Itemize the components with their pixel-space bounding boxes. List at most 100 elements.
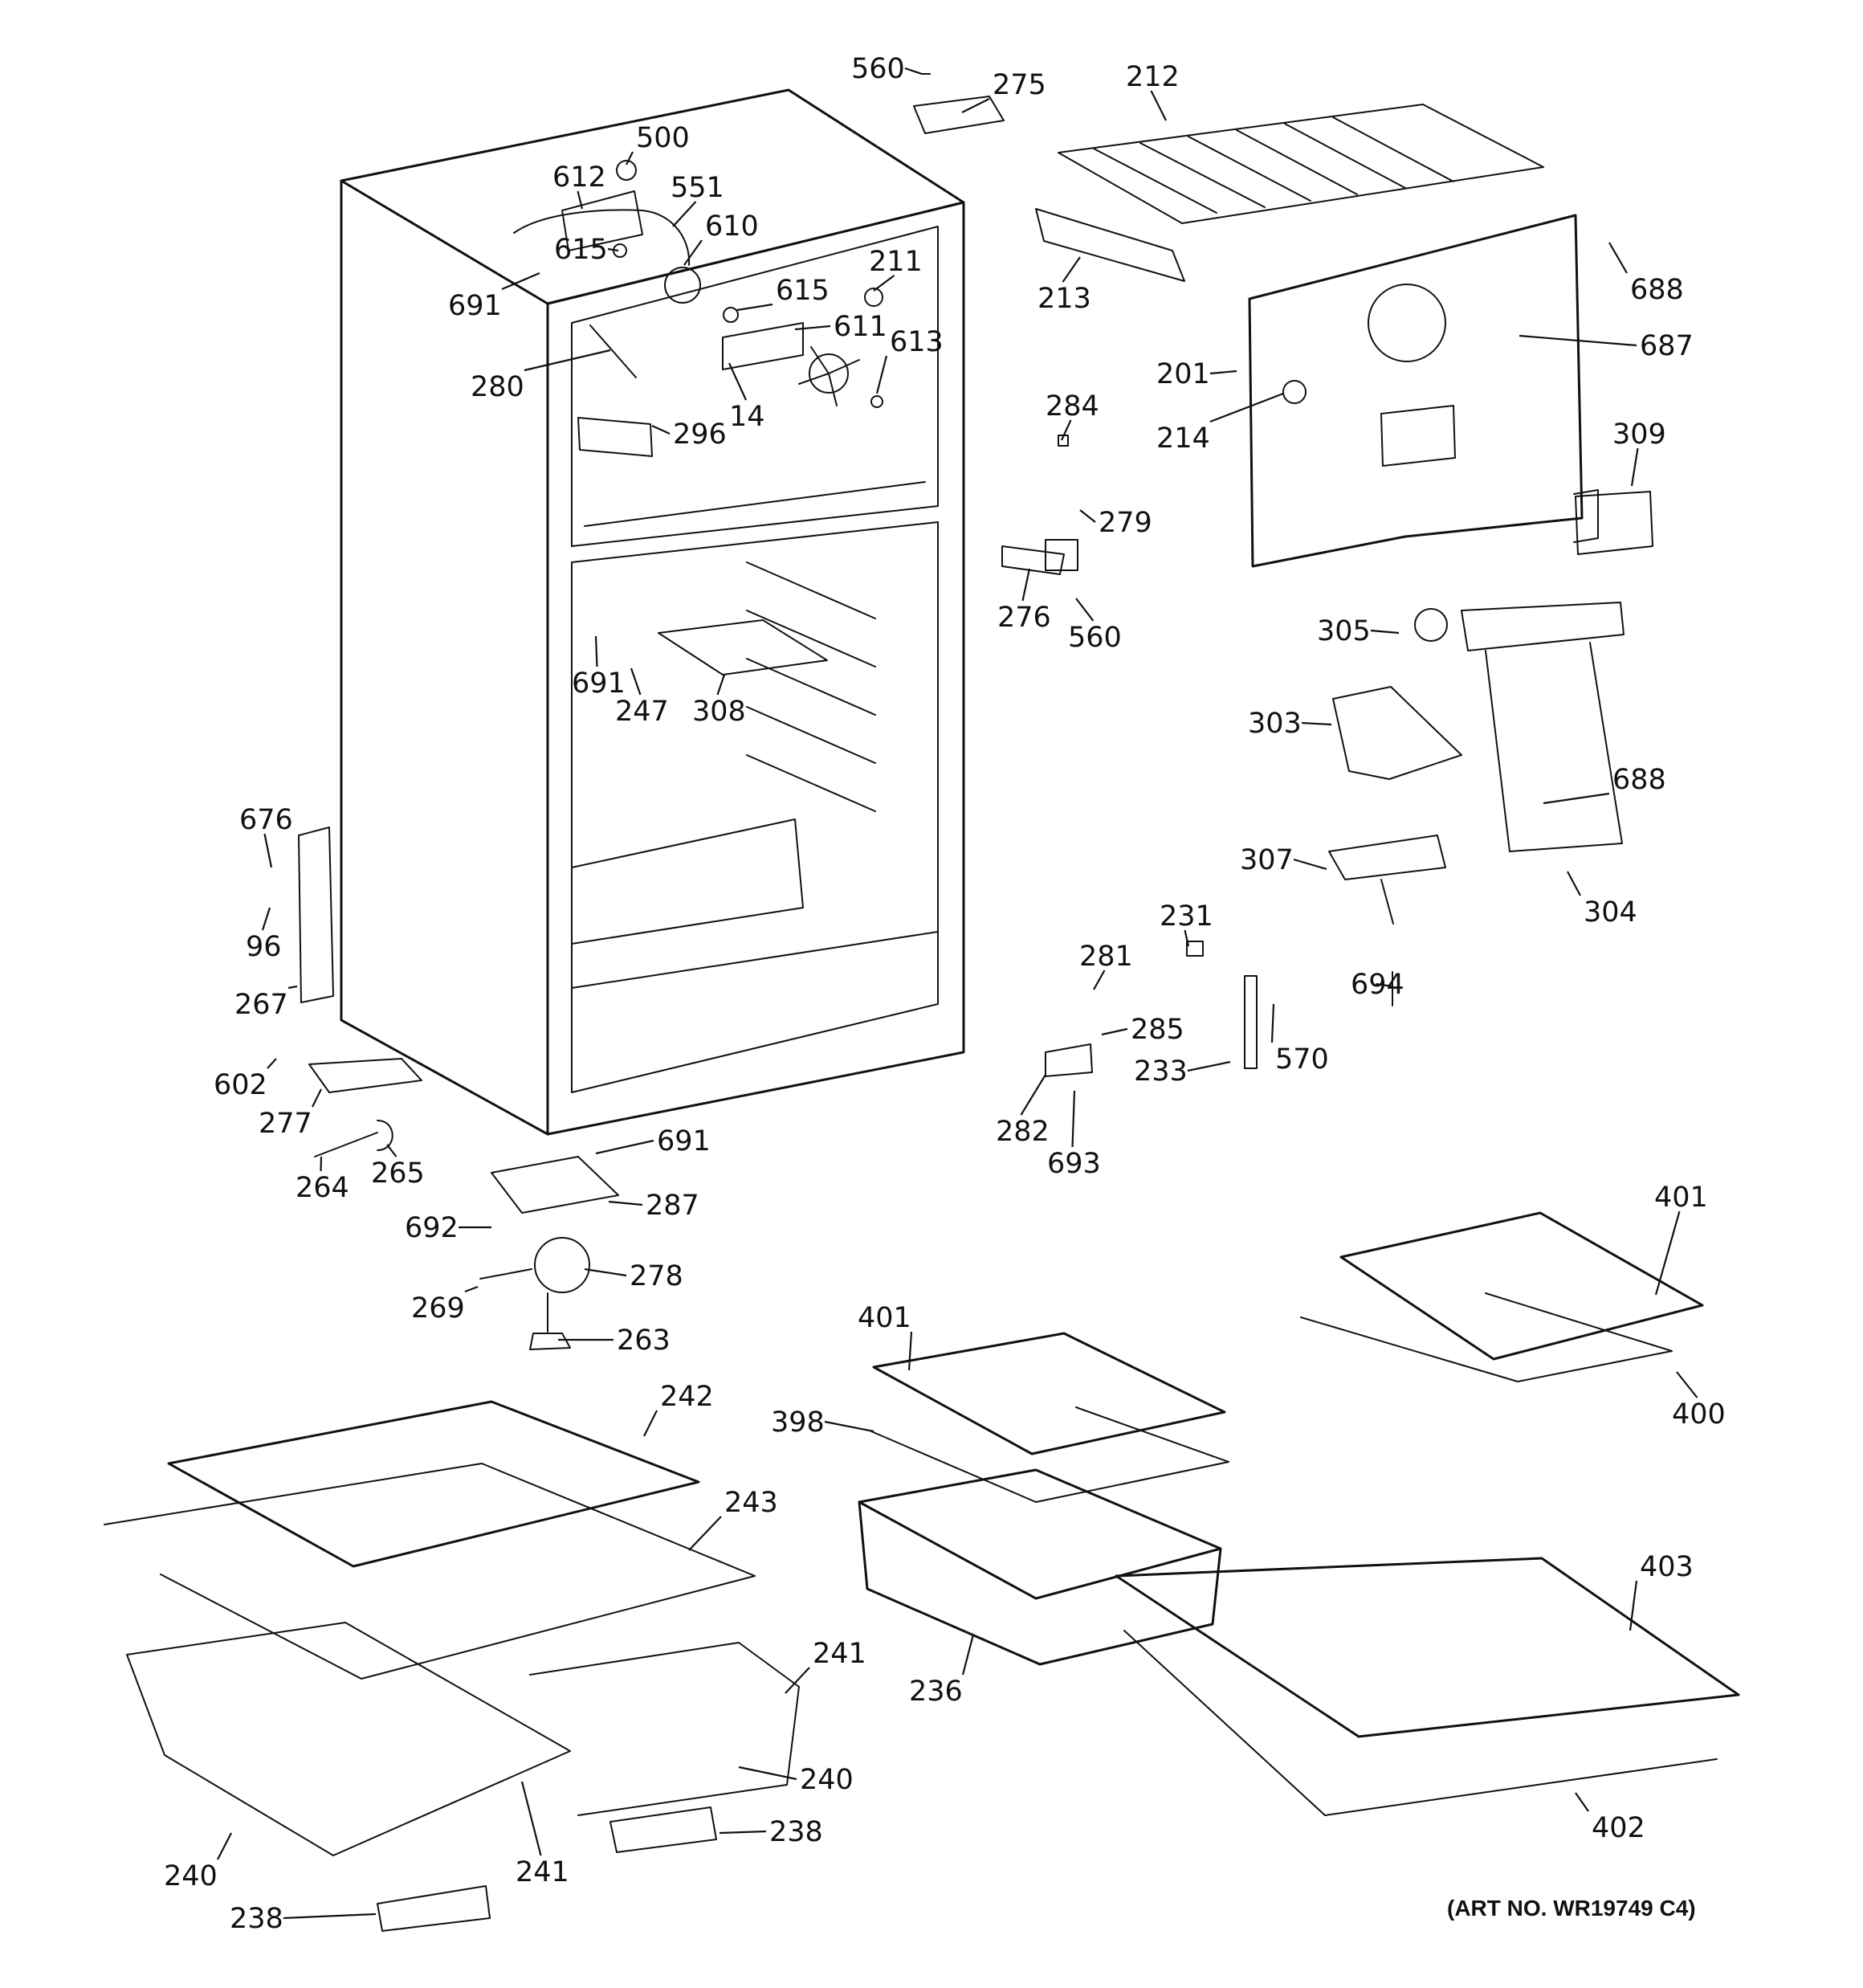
leader-line-247 — [630, 667, 642, 696]
leader-line-308 — [716, 674, 726, 696]
part-callout-212: 212 — [1126, 61, 1180, 93]
leader-line-238 — [283, 1912, 377, 1920]
leader-line-691 — [501, 271, 540, 291]
part-callout-241: 241 — [813, 1638, 866, 1670]
air-duct-parts — [1001, 435, 1625, 1006]
hinges-brackets — [298, 827, 1258, 1350]
part-callout-279: 279 — [1099, 507, 1152, 539]
leader-line-201 — [1209, 369, 1237, 375]
leader-line-280 — [524, 349, 611, 372]
cabinet — [340, 88, 965, 1136]
part-callout-277: 277 — [259, 1108, 312, 1140]
part-callout-691: 691 — [448, 290, 502, 322]
leader-line-611 — [794, 325, 831, 331]
leader-line-278 — [584, 1268, 627, 1277]
leader-line-296 — [651, 424, 671, 435]
part-callout-265: 265 — [371, 1157, 425, 1190]
part-callout-305: 305 — [1317, 615, 1371, 647]
leader-line-96 — [261, 907, 271, 931]
leader-line-402 — [1575, 1792, 1589, 1812]
part-callout-688: 688 — [1612, 764, 1666, 796]
leader-line-694 — [1376, 982, 1393, 988]
part-callout-676: 676 — [239, 804, 293, 836]
leader-line-688 — [1543, 792, 1610, 805]
leader-line-211 — [873, 275, 895, 292]
part-callout-243: 243 — [724, 1487, 778, 1519]
leader-line-238 — [719, 1830, 767, 1835]
leader-line-307 — [1293, 858, 1327, 871]
part-callout-233: 233 — [1134, 1055, 1188, 1088]
part-callout-14: 14 — [729, 401, 765, 433]
leader-line-615 — [607, 247, 619, 252]
leader-line-691 — [595, 1139, 654, 1155]
part-callout-309: 309 — [1612, 418, 1666, 451]
part-callout-238: 238 — [769, 1816, 823, 1848]
leader-line-279 — [1079, 509, 1096, 523]
leader-line-305 — [1370, 629, 1400, 635]
part-callout-285: 285 — [1131, 1014, 1184, 1046]
leader-line-676 — [263, 833, 273, 868]
part-callout-296: 296 — [673, 418, 727, 451]
leader-line-281 — [1093, 970, 1106, 990]
part-callout-284: 284 — [1046, 390, 1099, 423]
leader-line-398 — [824, 1420, 874, 1433]
part-callout-303: 303 — [1248, 708, 1302, 740]
leader-line-267 — [287, 985, 298, 990]
leader-line-213 — [1062, 256, 1081, 283]
leader-line-242 — [643, 1410, 658, 1437]
part-callout-611: 611 — [834, 311, 887, 343]
part-callout-275: 275 — [993, 69, 1046, 101]
part-callout-403: 403 — [1640, 1551, 1694, 1583]
leader-line-285 — [1101, 1027, 1128, 1036]
leader-line-610 — [683, 239, 703, 266]
leader-line-240 — [217, 1832, 232, 1860]
part-callout-691: 691 — [572, 667, 626, 700]
leader-line-214 — [1209, 392, 1284, 423]
leader-line-615 — [736, 303, 773, 312]
leader-line-570 — [1270, 1003, 1275, 1043]
part-callout-238: 238 — [230, 1903, 283, 1935]
leader-line-560 — [904, 67, 923, 76]
leader-line-304 — [1567, 871, 1581, 896]
part-callout-214: 214 — [1156, 423, 1210, 455]
part-callout-613: 613 — [890, 326, 944, 358]
part-callout-201: 201 — [1156, 358, 1210, 390]
part-callout-401: 401 — [1654, 1182, 1708, 1214]
leader-line-309 — [1630, 447, 1639, 487]
evaporator-cover — [1248, 214, 1653, 568]
part-callout-694: 694 — [1351, 969, 1404, 1001]
leader-line-560 — [1075, 598, 1095, 622]
part-callout-241: 241 — [516, 1856, 569, 1888]
part-callout-280: 280 — [471, 371, 524, 403]
part-callout-560: 560 — [1068, 622, 1122, 654]
part-callout-500: 500 — [636, 122, 690, 154]
leader-line-691 — [594, 635, 598, 667]
leader-line-500 — [626, 151, 634, 165]
part-callout-211: 211 — [869, 246, 923, 278]
leader-line-282 — [1020, 1074, 1046, 1116]
leader-line-284 — [1061, 419, 1072, 441]
leader-line-401 — [907, 1331, 913, 1371]
part-callout-687: 687 — [1640, 330, 1694, 362]
leader-line-400 — [1676, 1371, 1698, 1398]
crisper-assembly — [104, 1400, 800, 1932]
part-callout-213: 213 — [1037, 283, 1091, 315]
part-callout-551: 551 — [671, 172, 724, 204]
leader-line-231 — [1184, 929, 1190, 947]
leader-line-287 — [608, 1200, 643, 1206]
leader-line-233 — [1187, 1060, 1231, 1072]
part-callout-278: 278 — [630, 1260, 683, 1292]
leader-line-276 — [1021, 568, 1031, 602]
part-callout-400: 400 — [1672, 1398, 1726, 1431]
part-callout-693: 693 — [1047, 1148, 1101, 1180]
part-callout-307: 307 — [1240, 844, 1294, 876]
leader-line-687 — [1519, 334, 1637, 347]
part-callout-231: 231 — [1160, 900, 1213, 933]
leader-line-241 — [785, 1667, 810, 1694]
leader-line-401 — [1654, 1210, 1681, 1296]
leader-line-612 — [577, 190, 584, 210]
part-callout-276: 276 — [997, 602, 1051, 634]
